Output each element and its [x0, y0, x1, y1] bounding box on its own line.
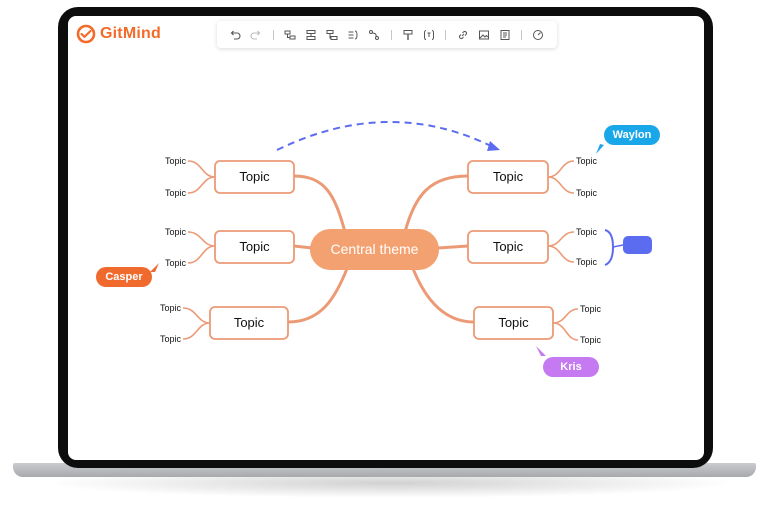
redo-icon: [250, 30, 261, 40]
toolbar-divider: [272, 29, 274, 40]
app-logo[interactable]: GitMind: [76, 24, 161, 44]
subtopic[interactable]: Topic: [160, 334, 182, 344]
format-painter-button[interactable]: [399, 26, 416, 44]
topic-label: Topic: [493, 239, 524, 254]
style-icon: [533, 29, 544, 40]
central-branches: [287, 174, 475, 324]
formula-button[interactable]: [420, 26, 437, 44]
waylon-cursor-icon: [596, 144, 604, 154]
subtopic[interactable]: Topic: [576, 227, 598, 237]
link-icon: [458, 30, 467, 39]
topic-label: Topic: [239, 239, 270, 254]
subtopic[interactable]: Topic: [165, 188, 187, 198]
topic-label: Topic: [493, 169, 524, 184]
central-topic-label: Central theme: [331, 241, 419, 257]
main-topic-left-1[interactable]: Topic: [214, 160, 295, 194]
topic-label: Topic: [239, 169, 270, 184]
formula-icon: [423, 29, 434, 40]
collaborator-label-casper: Casper: [96, 267, 152, 287]
note-button[interactable]: [496, 26, 513, 44]
add-parent-topic-button[interactable]: [324, 26, 341, 44]
subtopic[interactable]: Topic: [576, 257, 598, 267]
main-topic-right-1[interactable]: Topic: [467, 160, 549, 194]
note-icon: [500, 29, 510, 40]
summary-bracket[interactable]: [604, 229, 652, 266]
subtopic[interactable]: Topic: [165, 156, 187, 166]
gitmind-logo-icon: [76, 24, 96, 44]
main-topic-right-3[interactable]: Topic: [473, 306, 554, 340]
topic-label: Topic: [498, 315, 529, 330]
subtopic[interactable]: Topic: [165, 258, 187, 268]
image-icon: [478, 30, 489, 39]
add-sibling-topic-icon: [306, 29, 316, 40]
toolbar-divider: [390, 29, 392, 40]
add-child-topic-icon: [284, 30, 296, 39]
undo-icon: [231, 30, 241, 40]
relation-icon: [369, 29, 380, 40]
main-topic-left-2[interactable]: Topic: [214, 230, 295, 264]
kris-cursor-icon: [536, 346, 546, 356]
add-sibling-topic-button[interactable]: [303, 26, 320, 44]
casper-cursor-icon: [150, 263, 159, 272]
main-topic-left-3[interactable]: Topic: [209, 306, 289, 340]
main-topic-right-2[interactable]: Topic: [467, 230, 549, 264]
toolbar-divider: [521, 29, 522, 40]
summary-node[interactable]: [623, 236, 652, 254]
toolbar-divider: [445, 29, 447, 40]
link-button[interactable]: [454, 26, 471, 44]
format-painter-icon: [403, 29, 413, 40]
add-child-topic-button[interactable]: [282, 26, 299, 44]
central-topic[interactable]: Central theme: [310, 229, 439, 270]
subtopic[interactable]: Topic: [576, 156, 598, 166]
image-button[interactable]: [475, 26, 492, 44]
subtopic[interactable]: Topic: [580, 335, 602, 345]
collaborator-label-kris: Kris: [543, 357, 599, 377]
subtopic[interactable]: Topic: [160, 303, 182, 313]
subtopic[interactable]: Topic: [165, 227, 187, 237]
add-parent-topic-icon: [326, 29, 338, 40]
summary-button[interactable]: [345, 26, 362, 44]
toolbar: [217, 21, 557, 48]
topic-label: Topic: [234, 315, 265, 330]
summary-icon: [348, 30, 358, 39]
relation-arrow[interactable]: [276, 121, 500, 151]
app-name: GitMind: [100, 25, 161, 42]
style-button[interactable]: [530, 26, 547, 44]
redo-button[interactable]: [248, 26, 265, 44]
relation-button[interactable]: [366, 26, 383, 44]
collaborator-label-waylon: Waylon: [604, 125, 660, 145]
subtopic[interactable]: Topic: [580, 304, 602, 314]
undo-button[interactable]: [227, 26, 244, 44]
subtopic[interactable]: Topic: [576, 188, 598, 198]
subtopic-branches: [182, 160, 579, 341]
